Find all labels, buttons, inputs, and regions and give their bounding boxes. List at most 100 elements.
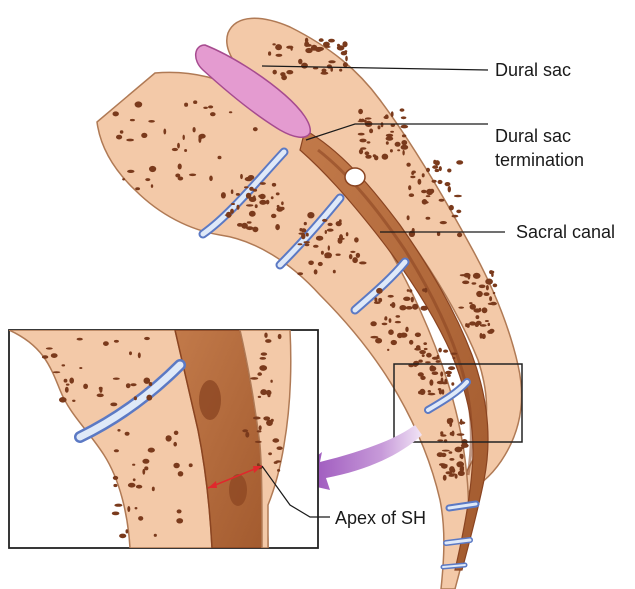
trabecula-dot [411, 297, 414, 303]
trabecula-dot [448, 418, 454, 424]
trabecula-dot [425, 361, 431, 363]
trabecula-dot [149, 166, 156, 172]
trabecula-dot [480, 333, 483, 339]
trabecula-dot [218, 156, 222, 160]
trabecula-dot [446, 471, 453, 474]
trabecula-dot [376, 288, 383, 294]
trabecula-dot [440, 221, 447, 224]
trabecula-dot [264, 333, 267, 338]
trabecula-dot [341, 51, 347, 55]
inset-panel [9, 330, 318, 548]
trabecula-dot [421, 190, 427, 193]
trabecula-dot [457, 433, 465, 436]
trabecula-dot [136, 485, 142, 489]
trabecula-dot [462, 281, 469, 285]
trabecula-dot [460, 454, 463, 459]
trabecula-dot [374, 297, 377, 302]
trabecula-dot [46, 347, 53, 349]
trabecula-dot [382, 154, 389, 160]
trabecula-dot [132, 464, 135, 466]
trabecula-dot [250, 377, 258, 380]
trabecula-dot [172, 148, 178, 151]
trabecula-dot [249, 197, 256, 202]
trabecula-dot [485, 279, 493, 285]
trabecula-dot [252, 227, 258, 233]
trabecula-dot [149, 382, 153, 386]
trabecula-dot [436, 360, 441, 363]
trabecula-dot [456, 160, 463, 164]
trabecula-dot [125, 432, 130, 436]
trabecula-dot [258, 195, 261, 198]
trabecula-dot [391, 340, 397, 345]
trabecula-dot [69, 378, 74, 384]
trabecula-dot [328, 60, 335, 63]
trabecula-dot [469, 321, 476, 325]
trabecula-dot [438, 348, 442, 353]
trabecula-dot [493, 292, 496, 294]
trabecula-dot [275, 224, 280, 230]
trabecula-dot [428, 393, 436, 396]
trabecula-dot [281, 201, 284, 205]
trabecula-dot [286, 46, 293, 49]
trabecula-dot [391, 111, 394, 117]
trabecula-dot [386, 141, 389, 145]
trabecula-dot [267, 394, 270, 398]
label-dural-sac: Dural sac [495, 59, 571, 81]
trabecula-dot [265, 339, 271, 343]
trabecula-dot [336, 221, 342, 226]
trabecula-dot [409, 340, 413, 345]
trabecula-dot [401, 116, 407, 119]
trabecula-dot [328, 245, 330, 250]
trabecula-dot [110, 403, 117, 407]
trabecula-dot [397, 149, 400, 151]
trabecula-dot [245, 432, 249, 438]
trabecula-dot [370, 321, 376, 326]
trabecula-dot [178, 177, 184, 181]
trabecula-dot [426, 168, 430, 172]
trabecula-dot [407, 215, 410, 220]
trabecula-dot [135, 187, 140, 190]
trabecula-dot [343, 62, 348, 67]
trabecula-dot [442, 450, 450, 452]
trabecula-dot [426, 353, 432, 358]
trabecula-dot [193, 127, 196, 132]
trabecula-dot [298, 243, 303, 245]
trabecula-dot [79, 367, 82, 369]
trabecula-dot [308, 261, 314, 266]
trabecula-dot [458, 471, 465, 476]
trabecula-dot [321, 251, 324, 255]
trabecula-dot [454, 195, 462, 198]
trabecula-dot [382, 323, 388, 326]
trabecula-dot [388, 329, 394, 335]
trabecula-dot [263, 416, 270, 420]
trabecula-dot [241, 223, 248, 229]
trabecula-dot [255, 204, 258, 208]
trabecula-dot [277, 469, 280, 472]
trabecula-dot [148, 120, 155, 123]
trabecula-dot [399, 305, 406, 310]
trabecula-dot [117, 429, 120, 432]
trabecula-dot [325, 230, 327, 234]
trabecula-dot [178, 471, 184, 476]
trabecula-dot [97, 394, 104, 398]
trabecula-dot [311, 45, 317, 51]
trabecula-dot [384, 116, 389, 119]
trabecula-dot [113, 378, 120, 380]
trabecula-dot [138, 352, 141, 358]
trabecula-dot [470, 304, 476, 310]
trabecula-dot [458, 307, 464, 309]
trabecula-dot [183, 135, 185, 140]
trabecula-dot [314, 269, 318, 274]
trabecula-dot [163, 129, 166, 135]
trabecula-dot [260, 357, 267, 360]
trabecula-dot [432, 165, 438, 169]
trabecula-dot [370, 336, 378, 339]
trabecula-dot [126, 529, 129, 533]
trabecula-dot [316, 236, 323, 241]
trabecula-dot [424, 288, 427, 293]
trabecula-dot [452, 468, 456, 473]
trabecula-dot [457, 233, 462, 238]
trabecula-dot [278, 334, 282, 339]
trabecula-dot [384, 318, 387, 321]
trabecula-dot [349, 254, 353, 259]
